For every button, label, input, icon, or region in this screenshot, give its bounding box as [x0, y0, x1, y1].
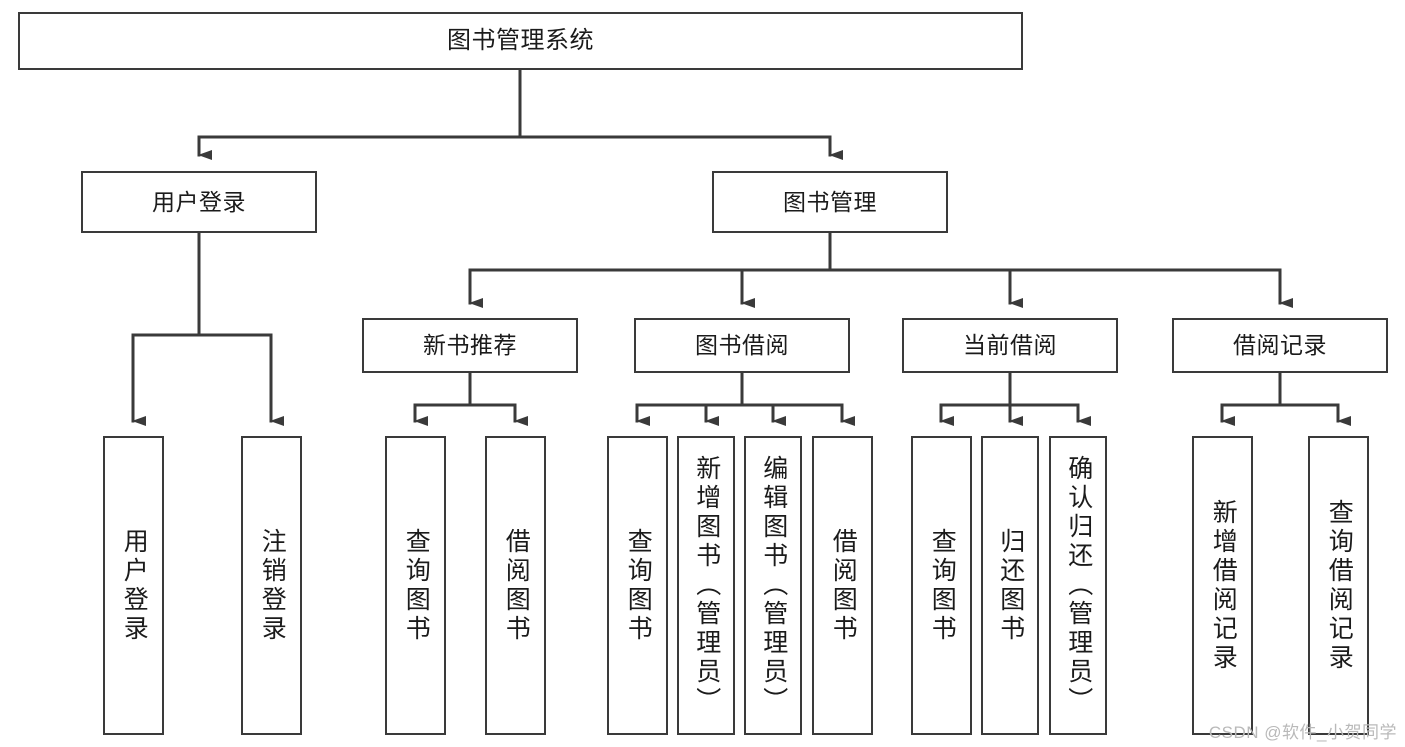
node-label: 图书管理: [783, 188, 877, 215]
node-label: 新增图书（管理员）: [692, 455, 721, 716]
node-root-book-management-system[interactable]: 图书管理系统: [18, 12, 1023, 70]
leaf-borrow-book-borrowing[interactable]: 借阅图书: [812, 436, 873, 735]
node-book-borrowing[interactable]: 图书借阅: [634, 318, 850, 373]
leaf-add-book-admin[interactable]: 新增图书（管理员）: [677, 436, 735, 735]
node-label: 借阅图书: [829, 527, 858, 644]
node-label: 当前借阅: [963, 332, 1057, 359]
leaf-return-book[interactable]: 归还图书: [981, 436, 1039, 735]
node-label: 注销登录: [258, 527, 287, 644]
leaf-confirm-return-admin[interactable]: 确认归还（管理员）: [1049, 436, 1107, 735]
node-label: 确认归还（管理员）: [1064, 455, 1093, 716]
node-book-management[interactable]: 图书管理: [712, 171, 948, 233]
node-label: 图书借阅: [695, 332, 789, 359]
watermark-text: CSDN @软件_小贺同学: [1208, 723, 1397, 742]
node-label: 查询图书: [624, 527, 653, 644]
node-label: 借阅图书: [502, 527, 531, 644]
node-label: 借阅记录: [1233, 332, 1327, 359]
leaf-query-borrowing-record[interactable]: 查询借阅记录: [1308, 436, 1369, 735]
leaf-query-book-new-recommendation[interactable]: 查询图书: [385, 436, 446, 735]
node-label: 编辑图书（管理员）: [759, 455, 788, 716]
leaf-user-login[interactable]: 用户登录: [103, 436, 164, 735]
node-label: 查询图书: [402, 527, 431, 644]
node-label: 用户登录: [120, 527, 149, 644]
node-label: 归还图书: [996, 527, 1025, 644]
node-label: 查询图书: [928, 527, 957, 644]
node-borrowing-records[interactable]: 借阅记录: [1172, 318, 1388, 373]
leaf-user-logout[interactable]: 注销登录: [241, 436, 302, 735]
node-label: 新增借阅记录: [1209, 498, 1238, 673]
node-label: 用户登录: [152, 188, 246, 215]
leaf-edit-book-admin[interactable]: 编辑图书（管理员）: [744, 436, 802, 735]
leaf-query-book-current[interactable]: 查询图书: [911, 436, 972, 735]
node-label: 图书管理系统: [447, 27, 594, 55]
node-new-book-recommendation[interactable]: 新书推荐: [362, 318, 578, 373]
leaf-add-borrowing-record[interactable]: 新增借阅记录: [1192, 436, 1253, 735]
node-user-login[interactable]: 用户登录: [81, 171, 317, 233]
leaf-borrow-book-new-recommendation[interactable]: 借阅图书: [485, 436, 546, 735]
node-label: 查询借阅记录: [1325, 498, 1354, 673]
leaf-query-book-borrowing[interactable]: 查询图书: [607, 436, 668, 735]
node-current-borrowing[interactable]: 当前借阅: [902, 318, 1118, 373]
node-label: 新书推荐: [423, 332, 517, 359]
